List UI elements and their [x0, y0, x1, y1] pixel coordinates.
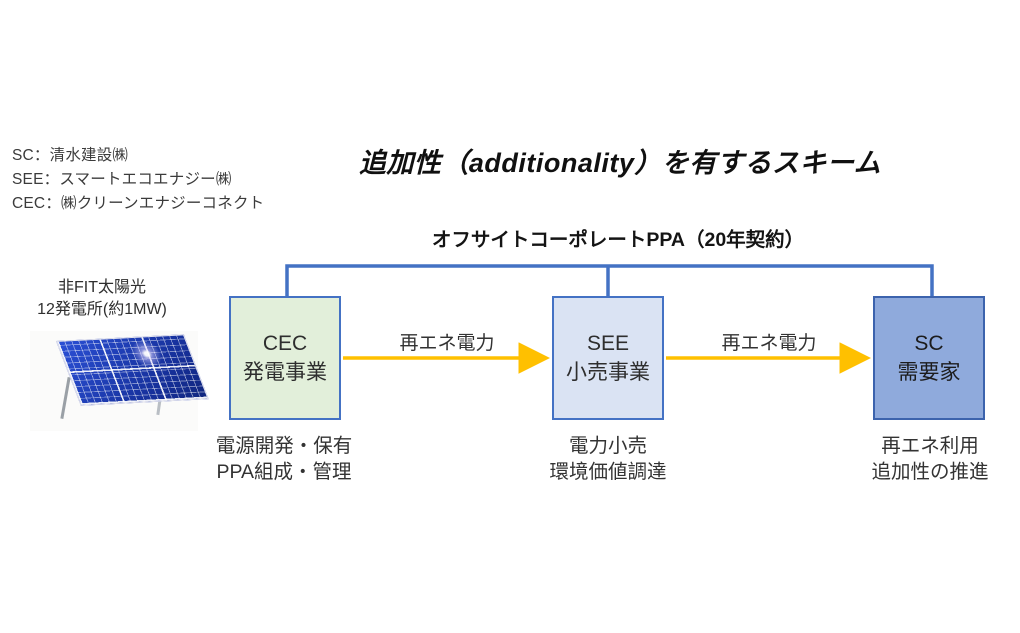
caption-sc-line2: 追加性の推進 [871, 461, 989, 483]
solar-source-label-line2: 12発電所(約1MW) [37, 301, 167, 318]
solar-panel-image [30, 331, 209, 431]
solar-source-label: 非FIT太陽光 12発電所(約1MW) [37, 277, 167, 321]
abbreviation-legend: SC：清水建設㈱ SEE：スマートエコエナジー㈱ CEC：㈱クリーンエナジーコネ… [12, 144, 264, 216]
caption-see-line1: 電力小売 [568, 435, 648, 457]
caption-see-line2: 環境価値調達 [549, 461, 667, 483]
entity-role-see: 小売事業 [566, 361, 650, 384]
entity-box-cec: CEC 発電事業 [229, 296, 341, 420]
caption-cec-line1: 電源開発・保有 [215, 435, 353, 457]
solar-source-label-line1: 非FIT太陽光 [57, 279, 146, 296]
entity-box-sc: SC 需要家 [873, 296, 985, 420]
ppa-bracket-line [285, 264, 934, 296]
solar-panel-support-pole [60, 377, 71, 419]
caption-cec-line2: PPA組成・管理 [216, 461, 352, 483]
diagram-title: 追加性（additionality）を有するスキーム [358, 148, 882, 178]
caption-see: 電力小売 環境価値調達 [549, 433, 666, 485]
flow-label-1: 再エネ電力 [399, 333, 495, 354]
entity-box-see: SEE 小売事業 [552, 296, 664, 420]
flow-label-2: 再エネ電力 [721, 333, 817, 354]
legend-line-sc: SC：清水建設㈱ [12, 147, 129, 164]
ppa-bracket-label: オフサイトコーポレートPPA（20年契約） [431, 229, 805, 251]
solar-panel-array [56, 334, 209, 406]
legend-line-see: SEE：スマートエコエナジー㈱ [12, 171, 232, 188]
entity-name-sc: SC [914, 332, 944, 355]
entity-role-sc: 需要家 [897, 361, 961, 384]
entity-name-see: SEE [586, 332, 630, 355]
caption-sc: 再エネ利用 追加性の推進 [871, 433, 988, 485]
legend-line-cec: CEC：㈱クリーンエナジーコネクト [12, 195, 265, 212]
entity-role-cec: 発電事業 [243, 361, 327, 384]
caption-sc-line1: 再エネ利用 [881, 435, 979, 457]
caption-cec: 電源開発・保有 PPA組成・管理 [216, 433, 353, 485]
entity-name-cec: CEC [262, 332, 308, 355]
